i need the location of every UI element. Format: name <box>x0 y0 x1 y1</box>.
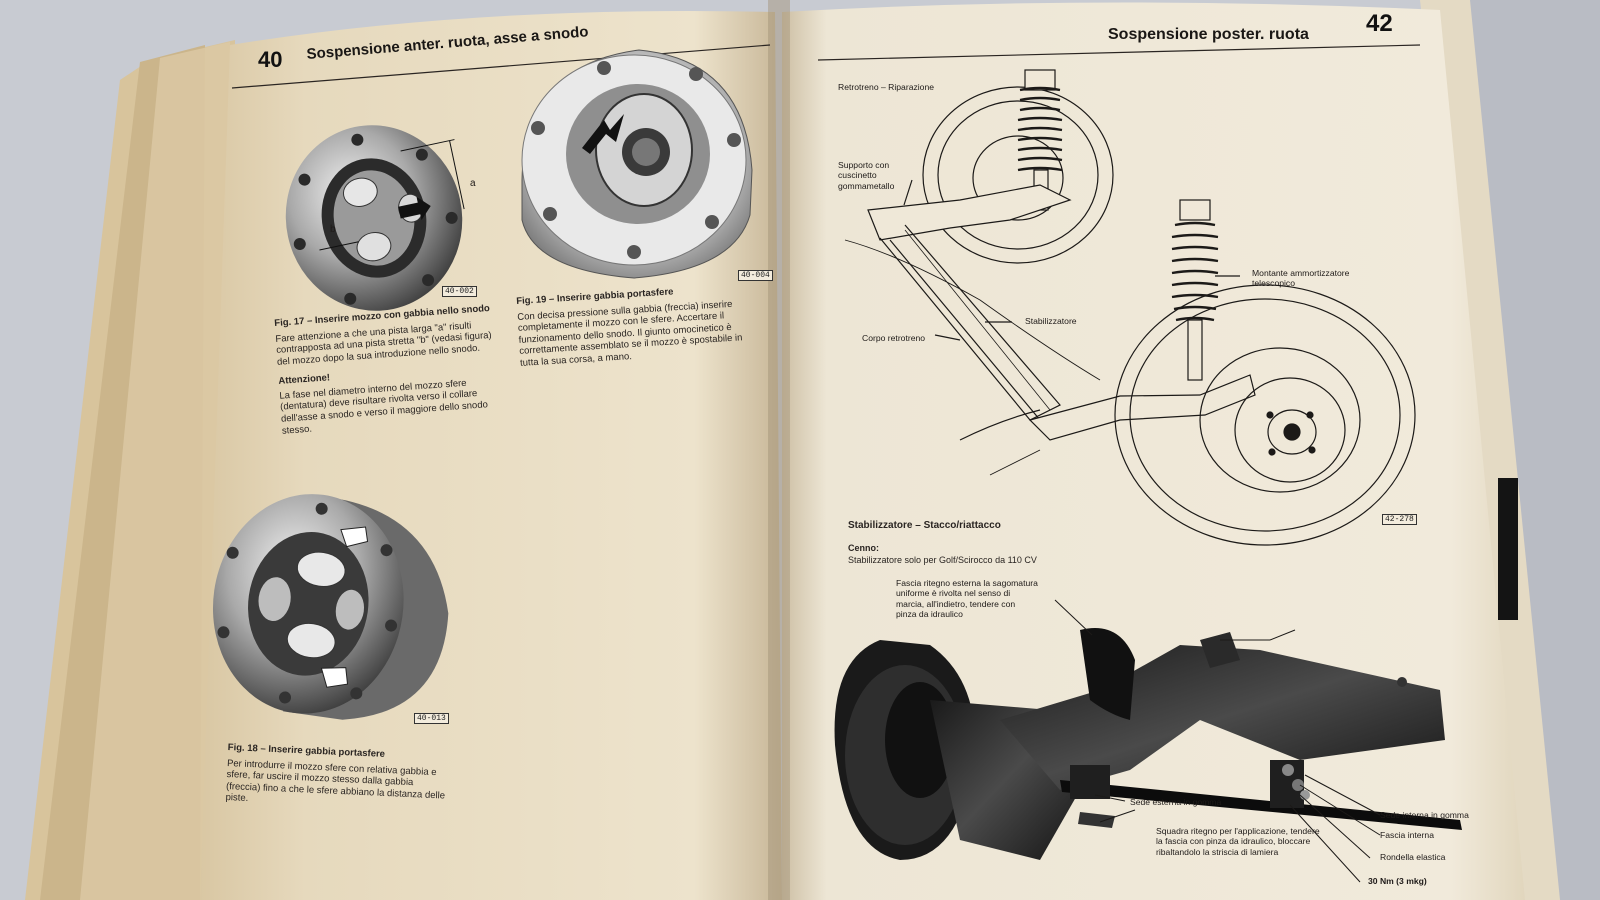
figure-18-joint <box>212 494 449 720</box>
left-page-number: 40 <box>258 47 283 72</box>
label-strap: Fascia ritegno esterna la sagomatura uni… <box>896 578 1038 619</box>
figure-17-tag: 40-002 <box>442 286 477 297</box>
right-page-number: 42 <box>1366 10 1393 37</box>
stabilizer-section-title: Stabilizzatore – Stacco/riattacco <box>848 520 1001 531</box>
label-washer: Rondella elastica <box>1380 852 1446 862</box>
gutter-shadow <box>768 0 790 900</box>
figure-19-joint <box>521 49 753 279</box>
figure-17-label-a: a <box>470 178 476 189</box>
diagram1-tag: 42-278 <box>1382 514 1417 525</box>
section-note-title: Cenno: <box>848 543 879 553</box>
figure-19-tag: 40-004 <box>738 270 773 281</box>
section-note-body: Stabilizzatore solo per Golf/Scirocco da… <box>848 555 1037 565</box>
label-inner-strap: Fascia interna <box>1380 830 1434 840</box>
label-stabilizer: Stabilizzatore <box>1025 316 1077 326</box>
label-strut: Montante ammortizzatore telescopico <box>1252 268 1350 289</box>
figure-17-caption: Fig. 17 – Inserire mozzo con gabbia nell… <box>274 303 502 437</box>
label-axle-body: Corpo retrotreno <box>862 333 926 343</box>
figure-19-caption: Fig. 19 – Inserire gabbia portasfere Con… <box>516 281 764 369</box>
stabilizer-diagram <box>834 599 1462 883</box>
right-header-rule <box>817 44 1421 61</box>
figure-18-caption: Fig. 18 – Inserire gabbia portasfere Per… <box>225 742 447 813</box>
label-inner-rubber: Sede interna in gomma <box>1380 810 1469 820</box>
figure-17-joint <box>285 125 465 311</box>
label-outer-rubber: Sede esterna in gomma <box>1130 797 1222 807</box>
label-support: Supporto con cuscinetto gommametallo <box>838 160 895 191</box>
rear-axle-diagram <box>844 69 1416 546</box>
figure-18-tag: 40-013 <box>414 713 449 724</box>
left-header-rule <box>231 44 771 89</box>
label-torque: 30 Nm (3 mkg) <box>1368 876 1427 886</box>
right-header-title: Sospensione poster. ruota <box>1108 26 1309 43</box>
figure-17-label-b: b <box>330 224 336 235</box>
page-tab-marker <box>1498 478 1518 620</box>
label-bracket: Squadra ritegno per l'applicazione, tend… <box>1156 826 1320 857</box>
figure-18-caption-body: Per introdurre il mozzo sfere con relati… <box>225 757 446 805</box>
diagram1-title: Retrotreno – Riparazione <box>838 82 935 92</box>
